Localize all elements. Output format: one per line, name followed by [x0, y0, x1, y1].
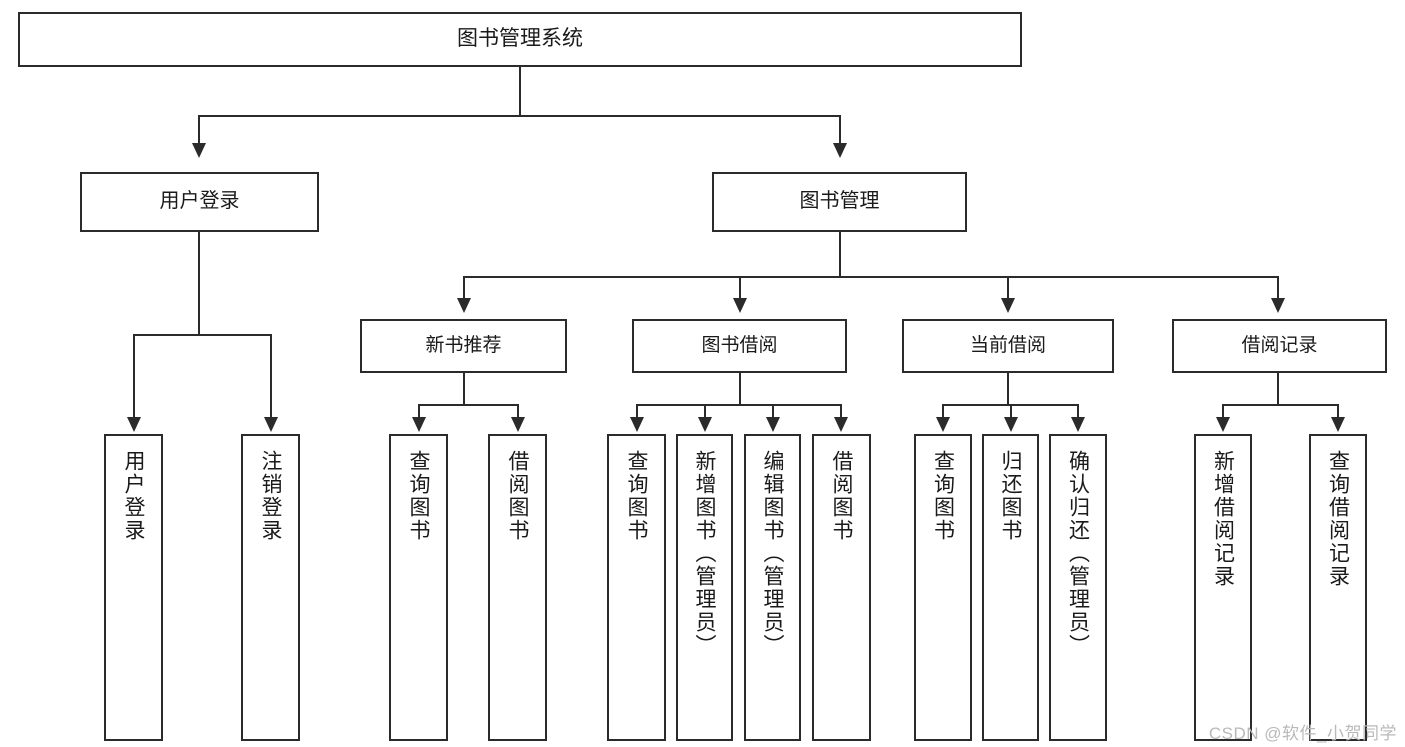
node-label: 查询借阅记录: [1326, 450, 1350, 588]
node-label: 用户登录: [159, 190, 240, 213]
node-label: 借阅记录: [1241, 334, 1318, 356]
connector-book-management-stem: [839, 232, 841, 278]
arrowhead-bb-to-leaf-3: [766, 417, 780, 432]
node-label: 借阅图书: [830, 450, 853, 542]
csdn-watermark: CSDN @软件_小贺同学: [1208, 724, 1397, 743]
leaf-book-borrow-query[interactable]: 查询图书: [607, 434, 666, 741]
node-label: 注销登录: [259, 450, 282, 542]
node-label: 归还图书: [999, 450, 1022, 542]
connector-bm-to-new-book: [463, 276, 465, 299]
connector-br-to-leaf-2: [1337, 404, 1339, 419]
leaf-book-borrow-borrow[interactable]: 借阅图书: [812, 434, 871, 741]
leaf-book-borrow-edit-admin[interactable]: 编辑图书（管理员）: [744, 434, 801, 741]
arrowhead-nb-to-leaf-2: [511, 417, 525, 432]
connector-br-to-leaf-1: [1222, 404, 1224, 419]
connector-cb-to-leaf-2: [1010, 404, 1012, 419]
connector-user-login-stem: [198, 232, 200, 336]
connector-borrow-record-stem: [1277, 373, 1279, 406]
arrowhead-bb-to-leaf-1: [630, 417, 644, 432]
node-new-book-recommend[interactable]: 新书推荐: [360, 319, 567, 373]
node-label: 查询图书: [407, 450, 430, 542]
arrowhead-cb-to-leaf-1: [936, 417, 950, 432]
arrowhead-cb-to-leaf-3: [1071, 417, 1085, 432]
arrowhead-nb-to-leaf-1: [412, 417, 426, 432]
node-current-borrow[interactable]: 当前借阅: [902, 319, 1114, 373]
leaf-borrow-record-add[interactable]: 新增借阅记录: [1194, 434, 1252, 741]
arrowhead-cb-to-leaf-2: [1004, 417, 1018, 432]
arrowhead-br-to-leaf-2: [1331, 417, 1345, 432]
connector-new-book-bus: [418, 404, 519, 406]
node-label: 图书借阅: [701, 334, 778, 356]
node-book-management[interactable]: 图书管理: [712, 172, 967, 232]
connector-root-bus: [198, 115, 841, 117]
arrowhead-user-login-to-leaf-2: [264, 417, 278, 432]
leaf-user-login-logout[interactable]: 注销登录: [241, 434, 300, 741]
arrowhead-bb-to-leaf-2: [698, 417, 712, 432]
arrowhead-bm-to-book-borrow: [733, 298, 747, 313]
arrowhead-br-to-leaf-1: [1216, 417, 1230, 432]
connector-user-login-to-leaf-1: [133, 334, 135, 418]
arrowhead-bb-to-leaf-4: [834, 417, 848, 432]
connector-current-borrow-stem: [1007, 373, 1009, 406]
node-root-book-management-system[interactable]: 图书管理系统: [18, 12, 1022, 67]
connector-new-book-stem: [463, 373, 465, 406]
connector-bb-to-leaf-4: [840, 404, 842, 419]
connector-user-login-to-leaf-2: [270, 334, 272, 418]
node-label: 编辑图书（管理员）: [761, 450, 784, 657]
connector-book-borrow-stem: [739, 373, 741, 406]
node-label: 新书推荐: [425, 334, 502, 356]
connector-user-login-bus: [133, 334, 272, 336]
arrowhead-user-login-to-leaf-1: [127, 417, 141, 432]
connector-borrow-record-bus: [1222, 404, 1339, 406]
connector-nb-to-leaf-1: [418, 404, 420, 419]
arrowhead-root-to-book-management: [833, 143, 847, 158]
node-user-login[interactable]: 用户登录: [80, 172, 319, 232]
connector-root-to-book-management: [839, 115, 841, 145]
leaf-new-book-query[interactable]: 查询图书: [389, 434, 448, 741]
arrowhead-bm-to-current-borrow: [1001, 298, 1015, 313]
connector-nb-to-leaf-2: [517, 404, 519, 419]
connector-root-to-user-login: [198, 115, 200, 145]
connector-book-management-bus: [463, 276, 1277, 278]
node-label: 新增图书（管理员）: [693, 450, 716, 657]
leaf-new-book-borrow[interactable]: 借阅图书: [488, 434, 547, 741]
leaf-current-borrow-confirm-return-admin[interactable]: 确认归还（管理员）: [1049, 434, 1107, 741]
arrowhead-bm-to-new-book: [457, 298, 471, 313]
node-label: 确认归还（管理员）: [1066, 450, 1090, 657]
connector-bm-to-current-borrow: [1007, 276, 1009, 299]
leaf-borrow-record-query[interactable]: 查询借阅记录: [1309, 434, 1367, 741]
connector-bb-to-leaf-2: [704, 404, 706, 419]
node-borrow-record[interactable]: 借阅记录: [1172, 319, 1387, 373]
node-label: 图书管理系统: [457, 27, 583, 51]
connector-bm-to-book-borrow: [739, 276, 741, 299]
node-label: 查询图书: [625, 450, 648, 542]
node-label: 图书管理: [799, 190, 880, 213]
leaf-current-borrow-return[interactable]: 归还图书: [982, 434, 1039, 741]
node-book-borrow[interactable]: 图书借阅: [632, 319, 847, 373]
node-label: 查询图书: [931, 450, 955, 542]
connector-bb-to-leaf-3: [772, 404, 774, 419]
leaf-current-borrow-query[interactable]: 查询图书: [914, 434, 972, 741]
connector-bm-to-borrow-record: [1277, 276, 1279, 299]
leaf-user-login-login[interactable]: 用户登录: [104, 434, 163, 741]
connector-cb-to-leaf-1: [942, 404, 944, 419]
node-label: 借阅图书: [506, 450, 529, 542]
arrowhead-root-to-user-login: [192, 143, 206, 158]
connector-bb-to-leaf-1: [636, 404, 638, 419]
connector-book-borrow-bus: [636, 404, 842, 406]
node-label: 当前借阅: [969, 334, 1046, 356]
arrowhead-bm-to-borrow-record: [1271, 298, 1285, 313]
connector-root-stem: [519, 67, 521, 116]
leaf-book-borrow-add-admin[interactable]: 新增图书（管理员）: [676, 434, 733, 741]
connector-cb-to-leaf-3: [1077, 404, 1079, 419]
node-label: 用户登录: [122, 450, 145, 542]
node-label: 新增借阅记录: [1211, 450, 1235, 588]
